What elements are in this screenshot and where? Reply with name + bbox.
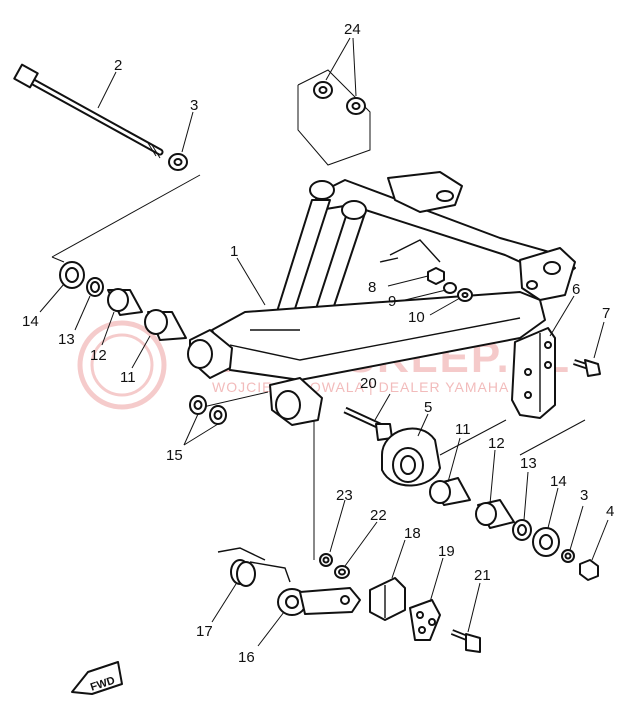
- callout-23: 23: [336, 487, 353, 504]
- callout-2: 2: [114, 57, 122, 74]
- callout-9: 9: [388, 293, 396, 310]
- bracket-plate: [511, 327, 556, 419]
- mounting-plate: [409, 599, 441, 641]
- callout-11-right: 11: [455, 421, 471, 438]
- left-bushing-stack: [59, 261, 187, 341]
- link-housing: [381, 427, 441, 487]
- callout-16: 16: [238, 649, 255, 666]
- callout-13-left: 13: [58, 331, 75, 348]
- callout-labels: 1 2 3 3 4 5 6 7 8 9 10 11 11 12 12 13 13…: [22, 21, 614, 666]
- callout-12-right: 12: [488, 435, 505, 452]
- callout-20: 20: [360, 375, 377, 392]
- callout-15: 15: [166, 447, 183, 464]
- callout-3-top: 3: [190, 97, 198, 114]
- callout-19: 19: [438, 543, 455, 560]
- plate-washers: [313, 81, 366, 115]
- nut-washer-set: [427, 267, 473, 302]
- torsion-spring: [217, 547, 291, 587]
- callout-21: 21: [474, 567, 491, 584]
- plate-bolt: [450, 629, 481, 653]
- callout-11-left: 11: [120, 369, 136, 386]
- bracket-bolt: [573, 359, 601, 377]
- callout-12-left: 12: [90, 347, 107, 364]
- callout-14-right: 14: [550, 473, 567, 490]
- callout-13-right: 13: [520, 455, 537, 472]
- callout-3-right: 3: [580, 487, 588, 504]
- callout-5: 5: [424, 399, 432, 416]
- callout-14-left: 14: [22, 313, 39, 330]
- leader-lines: [39, 37, 609, 647]
- callout-4: 4: [606, 503, 614, 520]
- link-bolt: [343, 406, 393, 441]
- right-bushing-stack: [429, 477, 599, 581]
- callout-7: 7: [602, 305, 610, 322]
- rubber-mount: [369, 577, 406, 621]
- callout-10: 10: [408, 309, 425, 326]
- pivot-shaft-bolt: [13, 63, 164, 159]
- guide-lines: [51, 69, 586, 560]
- washer-top: [168, 153, 188, 171]
- callout-24: 24: [344, 21, 361, 38]
- callout-22: 22: [370, 507, 387, 524]
- forward-arrow-icon: FWD: [71, 661, 123, 695]
- callout-6: 6: [572, 281, 580, 298]
- callout-1: 1: [230, 243, 238, 260]
- small-washers: [319, 553, 350, 579]
- swing-arm: [187, 171, 576, 426]
- bushing-pair: [189, 395, 227, 425]
- callout-18: 18: [404, 525, 421, 542]
- callout-8: 8: [368, 279, 376, 296]
- lever-arm: [277, 587, 361, 616]
- callout-17: 17: [196, 623, 213, 640]
